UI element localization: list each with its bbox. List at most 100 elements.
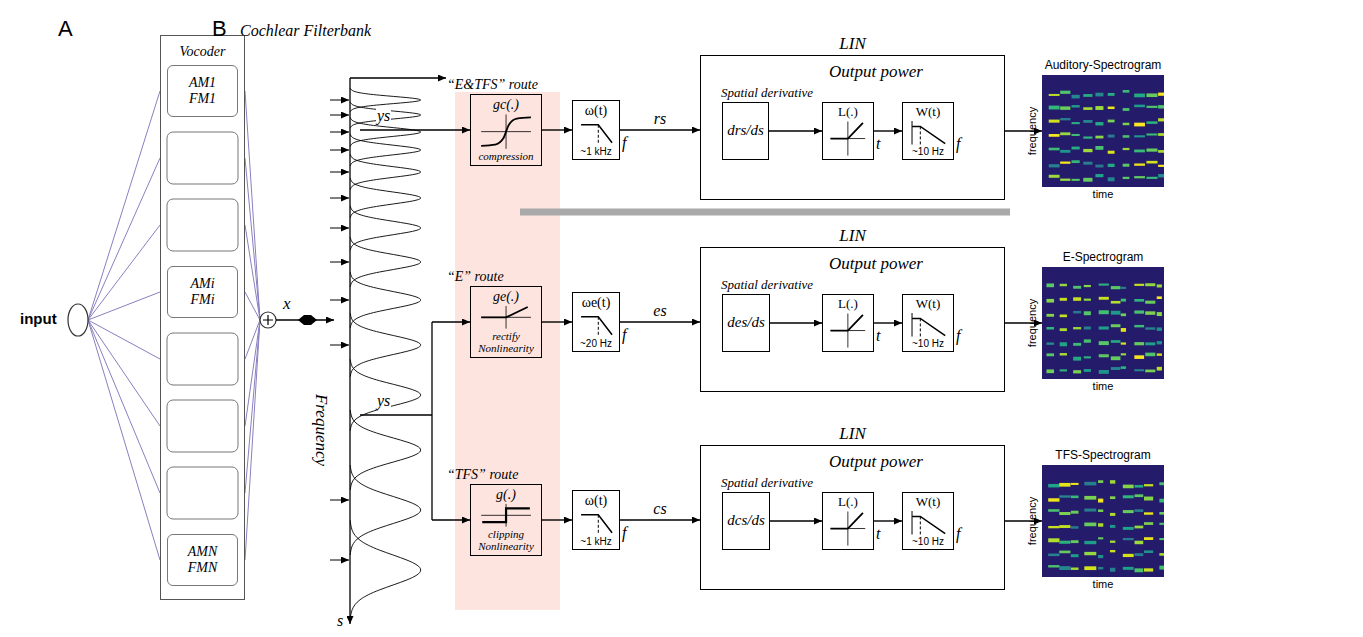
box-text: L(.) <box>838 105 858 120</box>
box-heading: “E” route <box>447 269 504 285</box>
filterbank-axes <box>350 78 446 624</box>
arrow-connector <box>770 322 822 323</box>
process-box: “E” routege(.)rectifyNonlinearity <box>470 286 542 358</box>
box-text: AMN <box>188 544 218 560</box>
axis-label: time <box>1093 188 1114 201</box>
spectrogram-picture <box>1042 75 1164 187</box>
box-heading: Spatial derivative <box>721 476 813 491</box>
process-box: ω(t)~1 kHzf <box>572 490 620 550</box>
process-box: L(.)t <box>822 294 874 352</box>
transfer-function-symbol <box>829 120 867 157</box>
transfer-function-symbol <box>829 312 867 349</box>
vocoder-box: AM1FM1AMiFMiAMNFMNVocoder <box>160 35 245 600</box>
lin-stage-box: Spatial derivativedcs/dsL(.)tW(t)~10 Hzf… <box>700 445 1005 590</box>
transfer-function-symbol <box>909 510 947 536</box>
arrow-connector <box>770 520 822 521</box>
box-text: L(.) <box>838 297 858 312</box>
sum-symbol <box>260 312 276 328</box>
box-text: L(.) <box>838 495 858 510</box>
channel-cell: AMNFMN <box>167 534 238 586</box>
axis-label: t <box>876 327 880 345</box>
box-caption: rectify <box>492 330 520 343</box>
arrow-connector <box>769 130 822 131</box>
axis-label: frequency <box>1026 497 1039 545</box>
process-box: ωe(t)~20 Hzf <box>572 292 620 352</box>
stage-title: Output power <box>829 62 923 82</box>
empty-channel-cells <box>167 132 238 519</box>
box-heading: TFS-Spectrogram <box>1055 449 1150 463</box>
transfer-function-symbol <box>909 312 947 338</box>
axis-label: f <box>622 524 626 542</box>
vocoder-fan-lines <box>88 91 260 560</box>
box-caption: ~1 kHz <box>580 146 611 158</box>
box-heading: Auditory-Spectrogram <box>1045 59 1162 73</box>
box-text: W(t) <box>916 297 941 312</box>
process-box: “TFS” routeg(.)clippingNonlinearity <box>470 484 542 556</box>
input-label: input <box>20 310 57 327</box>
axis-label: t <box>876 525 880 543</box>
box-caption: Nonlinearity <box>478 342 534 355</box>
box-title: Vocoder <box>161 44 244 60</box>
box-text: gc(.) <box>493 97 519 113</box>
box-text: ωe(t) <box>582 295 611 311</box>
box-text: AM1 <box>189 75 216 91</box>
transfer-function-symbol <box>479 305 533 330</box>
box-heading: LIN <box>839 226 865 246</box>
process-box: Spatial derivativedcs/ds <box>722 492 770 550</box>
process-box: ω(t)~1 kHzf <box>572 100 620 160</box>
transfer-function-symbol <box>579 119 613 145</box>
transfer-function-symbol <box>479 113 533 150</box>
spectrogram-image: TFS-Spectrogramfrequencytime <box>1042 465 1164 577</box>
box-heading: “TFS” route <box>447 467 518 483</box>
box-text: AMi <box>190 276 214 292</box>
process-box: W(t)~10 Hzf <box>902 294 954 352</box>
axis-label: Frequency <box>311 394 331 466</box>
signal-label: ys <box>376 107 391 125</box>
arrow-connector <box>874 322 902 323</box>
process-box: W(t)~10 Hzf <box>902 102 954 160</box>
section-title: Cochlear Filterbank <box>240 22 371 40</box>
box-text: ω(t) <box>585 493 607 509</box>
process-box: “E&TFS” routegc(.)compression <box>470 94 542 166</box>
box-heading: LIN <box>839 34 865 54</box>
transfer-function-symbol <box>909 120 947 146</box>
lin-stage-box: Spatial derivativedes/dsL(.)tW(t)~10 Hzf… <box>700 247 1005 392</box>
spectrogram-image: E-Spectrogramfrequencytime <box>1042 267 1164 379</box>
arrow-connector <box>874 520 902 521</box>
stage-title: Output power <box>829 452 923 472</box>
signal-label: ys <box>376 392 391 410</box>
process-box: L(.)t <box>822 102 874 160</box>
arrow-connector <box>620 129 700 130</box>
arrow-connector <box>542 321 572 322</box>
axis-label: time <box>1093 578 1114 591</box>
filterbank-curves <box>330 88 421 618</box>
box-text: ge(.) <box>493 289 519 305</box>
axis-label: f <box>956 135 960 153</box>
axis-label: t <box>876 135 880 153</box>
box-caption: Nonlinearity <box>478 540 534 553</box>
panel-letter: A <box>58 16 73 41</box>
box-caption: ~20 Hz <box>580 338 612 350</box>
nonlinearity-band <box>455 92 560 610</box>
axis-label: frequency <box>1026 107 1039 155</box>
lin-stage-box: Spatial derivativedrs/dsL(.)tW(t)~10 Hzf… <box>700 55 1005 200</box>
box-text: dcs/ds <box>727 512 765 529</box>
signal-label: es <box>652 302 667 320</box>
ys-wires <box>360 130 470 520</box>
box-text: W(t) <box>916 495 941 510</box>
panel-letter: B <box>212 16 227 41</box>
arrow-connector <box>542 519 572 520</box>
box-heading: “E&TFS” route <box>447 77 538 93</box>
box-caption: ~1 kHz <box>580 536 611 548</box>
box-caption: compression <box>478 150 533 163</box>
process-box: L(.)t <box>822 492 874 550</box>
transfer-function-symbol <box>579 509 613 535</box>
input-node <box>68 304 88 336</box>
spectrogram-image: Auditory-Spectrogramfrequencytime <box>1042 75 1164 187</box>
box-caption: ~10 Hz <box>912 146 944 158</box>
box-text: drs/ds <box>727 122 764 139</box>
arrow-connector <box>620 321 700 322</box>
box-heading: LIN <box>839 424 865 444</box>
box-text: FM1 <box>189 91 216 107</box>
